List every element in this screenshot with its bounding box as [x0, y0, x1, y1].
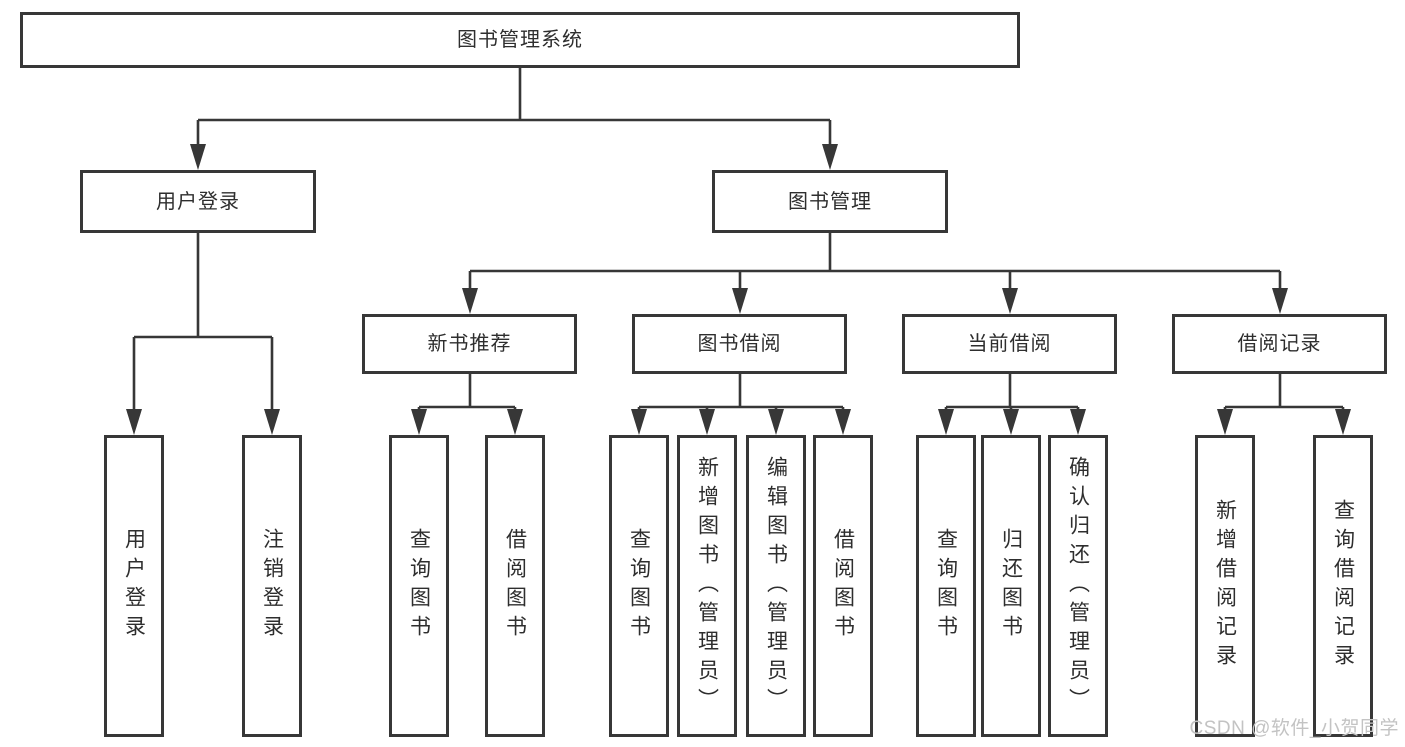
- leaf-query-books-borrow: 查询图书: [609, 435, 669, 737]
- arrowhead-down-icon: [822, 144, 838, 170]
- connector-newbook-to-children: [411, 374, 523, 435]
- leaf-query-books-current: 查询图书: [916, 435, 976, 737]
- leaf-borrow-books: 借阅图书: [813, 435, 873, 737]
- arrowhead-down-icon: [1335, 409, 1351, 435]
- arrowhead-down-icon: [732, 288, 748, 314]
- node-book-management: 图书管理: [712, 170, 948, 233]
- arrowhead-down-icon: [1070, 409, 1086, 435]
- leaf-return-books: 归还图书: [981, 435, 1041, 737]
- arrowhead-down-icon: [190, 144, 206, 170]
- connector-currentborrow-to-children: [938, 374, 1086, 435]
- node-current-borrow: 当前借阅: [902, 314, 1117, 374]
- connector-bookmgmt-to-level3: [462, 233, 1288, 314]
- node-user-login: 用户登录: [80, 170, 316, 233]
- node-book-borrow: 图书借阅: [632, 314, 847, 374]
- arrowhead-down-icon: [1002, 288, 1018, 314]
- leaf-user-login: 用户登录: [104, 435, 164, 737]
- leaf-query-borrow-record: 查询借阅记录: [1313, 435, 1373, 737]
- leaf-borrow-books-recommend: 借阅图书: [485, 435, 545, 737]
- arrowhead-down-icon: [768, 409, 784, 435]
- arrowhead-down-icon: [1217, 409, 1233, 435]
- node-borrow-records: 借阅记录: [1172, 314, 1387, 374]
- arrowhead-down-icon: [938, 409, 954, 435]
- arrowhead-down-icon: [264, 409, 280, 435]
- csdn-watermark: CSDN @软件_小贺同学: [1189, 718, 1399, 739]
- leaf-add-borrow-record: 新增借阅记录: [1195, 435, 1255, 737]
- connector-borrowrecords-to-children: [1217, 374, 1351, 435]
- connector-bookborrow-to-children: [631, 374, 851, 435]
- arrowhead-down-icon: [1272, 288, 1288, 314]
- arrowhead-down-icon: [507, 409, 523, 435]
- connector-root-to-level2: [190, 68, 838, 170]
- arrowhead-down-icon: [835, 409, 851, 435]
- arrowhead-down-icon: [1003, 409, 1019, 435]
- leaf-confirm-return-admin: 确认归还（管理员）: [1048, 435, 1108, 737]
- arrowhead-down-icon: [126, 409, 142, 435]
- leaf-query-books-recommend: 查询图书: [389, 435, 449, 737]
- node-library-system: 图书管理系统: [20, 12, 1020, 68]
- arrowhead-down-icon: [631, 409, 647, 435]
- connector-userlogin-to-children: [126, 233, 280, 435]
- leaf-logout: 注销登录: [242, 435, 302, 737]
- leaf-edit-book-admin: 编辑图书（管理员）: [746, 435, 806, 737]
- arrowhead-down-icon: [411, 409, 427, 435]
- leaf-add-book-admin: 新增图书（管理员）: [677, 435, 737, 737]
- arrowhead-down-icon: [699, 409, 715, 435]
- node-new-book-recommend: 新书推荐: [362, 314, 577, 374]
- arrowhead-down-icon: [462, 288, 478, 314]
